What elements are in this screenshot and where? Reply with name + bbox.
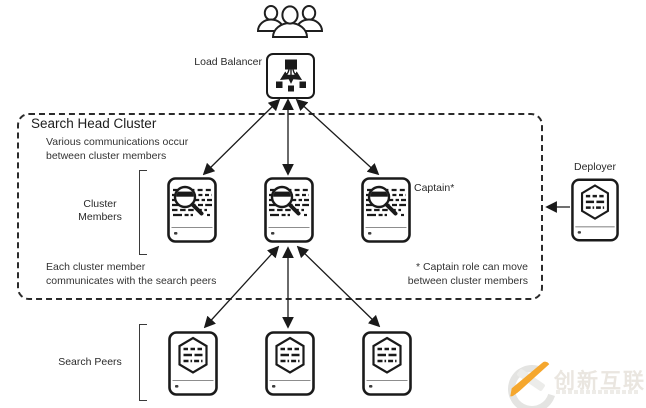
- search-head-2: [264, 177, 314, 243]
- note-communications-line2: between cluster members: [46, 149, 167, 162]
- captain-label: Captain*: [414, 182, 455, 194]
- search-peers-label: Search Peers: [58, 356, 122, 368]
- search-peer-3: [362, 331, 412, 396]
- note-search-peers: Each cluster member communicates with th…: [46, 261, 216, 288]
- search-head-3-captain: [361, 177, 411, 243]
- load-balancer-node: [266, 53, 315, 99]
- cluster-members-bracket: [139, 170, 147, 255]
- watermark-logo: 创新互联: [494, 350, 646, 408]
- load-balancer-label: Load Balancer: [194, 56, 262, 68]
- note-communications-line1: Various communications occur: [46, 136, 189, 148]
- arrow-sh2-peer3: [296, 245, 381, 328]
- watermark-tagline: [556, 390, 640, 394]
- search-peers-bracket: [139, 324, 147, 401]
- arrow-sh2-peer1: [203, 245, 280, 329]
- note-captain-role: * Captain role can move between cluster …: [327, 261, 528, 288]
- note-search-peers-line1: Each cluster member: [46, 261, 146, 273]
- users-group-icon: [256, 5, 324, 38]
- load-balancer-icon: [275, 59, 306, 92]
- search-peer-1: [168, 331, 218, 396]
- cluster-members-label-line2: Members: [78, 211, 122, 223]
- search-peer-2: [265, 331, 315, 396]
- note-search-peers-line2: communicates with the search peers: [46, 274, 217, 287]
- cluster-title: Search Head Cluster: [31, 116, 157, 131]
- deployer-label: Deployer: [573, 161, 617, 173]
- arrow-lb-sh3: [295, 98, 380, 176]
- cluster-members-label-line1: Cluster: [83, 198, 117, 210]
- arrow-lb-sh1: [202, 98, 281, 176]
- deployer-node: [571, 178, 619, 242]
- note-captain-role-line1: * Captain role can move: [415, 261, 528, 273]
- cluster-members-label: Cluster Members: [68, 198, 132, 224]
- note-communications: Various communications occur between clu…: [46, 136, 188, 163]
- watermark-text: 创新互联: [554, 370, 646, 393]
- note-captain-role-line2: between cluster members: [407, 274, 528, 287]
- search-head-1: [167, 177, 217, 243]
